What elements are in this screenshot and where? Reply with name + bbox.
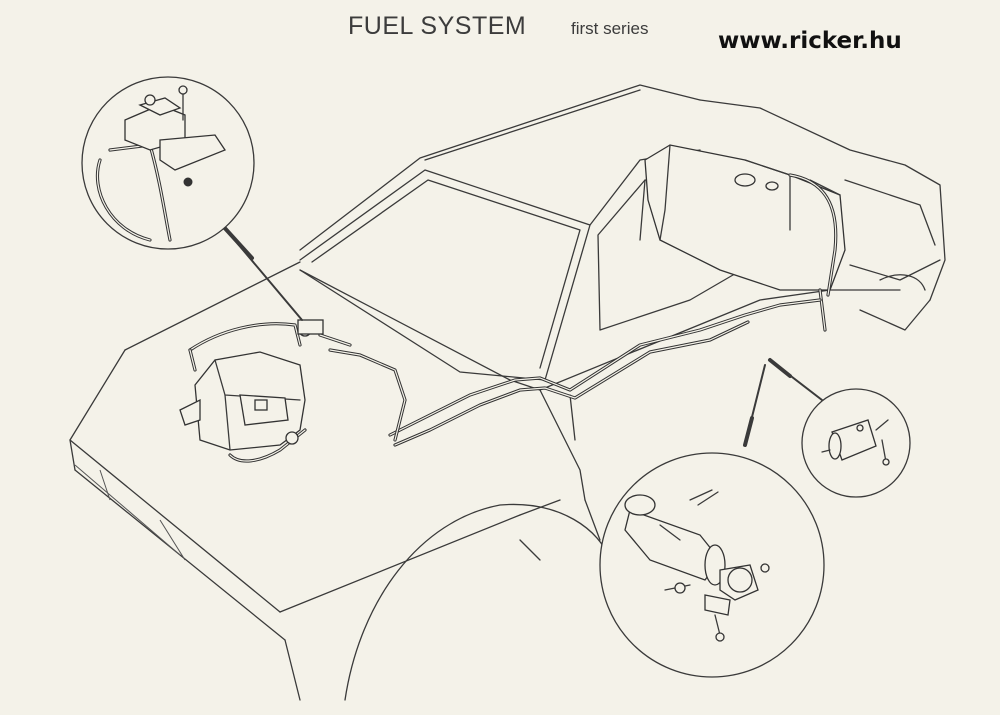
filter-detail-icon	[801, 388, 911, 498]
engine-block	[179, 319, 324, 463]
page-title: FUEL SYSTEM	[348, 12, 527, 40]
fuel-lines	[318, 298, 822, 447]
regulator-detail-icon	[81, 76, 255, 250]
callout-leaders	[220, 223, 823, 447]
pump-detail-icon	[599, 452, 825, 678]
page-subtitle: first series	[571, 19, 649, 38]
fuel-tank	[644, 144, 846, 332]
website-watermark: www.ricker.hu	[718, 28, 902, 54]
